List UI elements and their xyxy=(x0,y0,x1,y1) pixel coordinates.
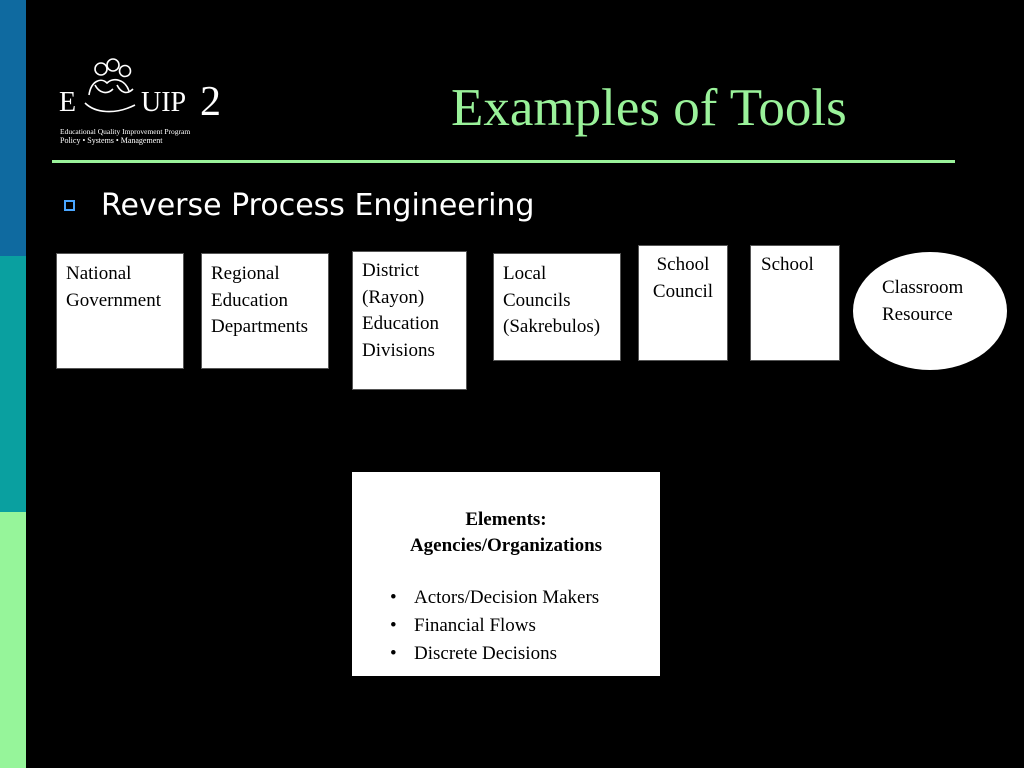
box-local-councils: Local Councils (Sakrebulos) xyxy=(493,253,621,361)
bullet-dot: • xyxy=(390,643,397,664)
equip2-logo: E UIP 2 Educational Quality Improvement … xyxy=(55,55,230,150)
list-item: • Financial Flows xyxy=(390,612,599,640)
box-district-education-divisions: District (Rayon) Education Divisions xyxy=(352,251,467,390)
list-item-text: Financial Flows xyxy=(414,615,536,636)
elements-box: Elements: Agencies/Organizations • Actors… xyxy=(352,472,660,676)
elements-title: Elements: xyxy=(465,509,547,530)
oval-classroom-resource: Classroom Resource xyxy=(853,252,1007,370)
bullet-dot: • xyxy=(390,587,397,608)
list-item-text: Discrete Decisions xyxy=(414,643,557,664)
square-bullet-icon xyxy=(64,200,75,211)
slide-title: Examples of Tools xyxy=(451,79,847,137)
title-divider xyxy=(52,160,955,163)
left-strip-bottom xyxy=(0,512,26,768)
bullet-dot: • xyxy=(390,615,397,636)
bullet-text: Reverse Process Engineering xyxy=(101,188,535,223)
svg-text:UIP: UIP xyxy=(141,87,186,118)
left-strip-top xyxy=(0,0,26,256)
elements-list: • Actors/Decision Makers • Financial Flows… xyxy=(390,584,599,668)
equip2-logo-mark: E UIP 2 xyxy=(59,58,221,125)
box-regional-education-departments: Regional Education Departments xyxy=(201,253,329,369)
logo-tagline-program: Educational Quality Improvement Program xyxy=(60,127,191,136)
svg-text:E: E xyxy=(59,87,76,118)
svg-text:2: 2 xyxy=(200,79,221,125)
list-item: • Actors/Decision Makers xyxy=(390,584,599,612)
list-item-text: Actors/Decision Makers xyxy=(414,587,600,608)
box-national-government: National Government xyxy=(56,253,184,369)
box-school: School xyxy=(750,245,840,361)
bullet-item: Reverse Process Engineering xyxy=(64,188,534,223)
left-strip-middle xyxy=(0,256,26,512)
logo-tagline-pillars: Policy • Systems • Management xyxy=(60,136,163,145)
elements-subtitle: Agencies/Organizations xyxy=(409,535,603,556)
list-item: • Discrete Decisions xyxy=(390,640,599,668)
box-school-council: School Council xyxy=(638,245,728,361)
